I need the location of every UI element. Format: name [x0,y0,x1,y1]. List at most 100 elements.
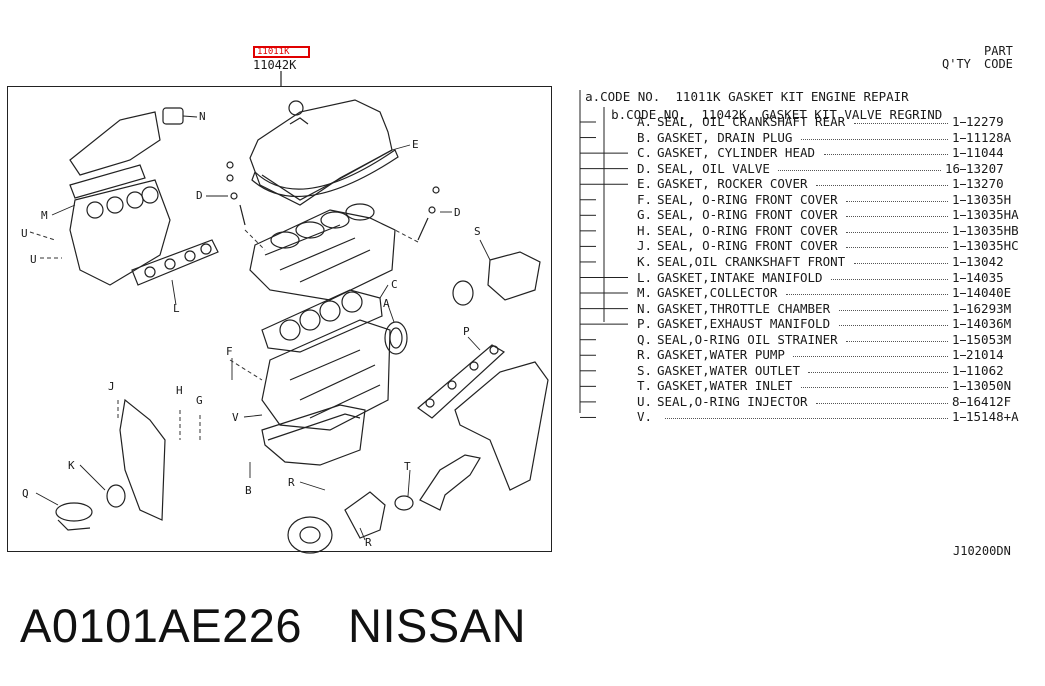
part-description: SEAL, O-RING FRONT COVER [657,238,838,254]
part-description: GASKET,WATER PUMP [657,347,785,363]
part-description: SEAL,O-RING OIL STRAINER [657,331,838,347]
part-description: SEAL, O-RING FRONT COVER [657,222,838,238]
leader-dots [831,278,948,280]
part-qty: 1 [952,331,960,347]
part-qty: 1 [952,207,960,223]
part-letter: U. [637,393,653,409]
part-qty: 1 [952,269,960,285]
part-description: GASKET,WATER OUTLET [657,362,800,378]
part-qty: 8 [952,393,960,409]
part-qty: 1 [952,191,960,207]
leader-dots [846,340,948,342]
highlighted-kit-code[interactable]: 11011K [253,46,310,58]
leader-dots [823,154,948,156]
kit-b-code: 11042K [701,107,747,122]
callout-e: E [412,138,419,151]
part-code: 13035HB [966,222,1019,238]
kit-b-prefix: CODE NO. [626,107,687,122]
part-code: 15148+A [966,409,1019,425]
code-dash [960,254,966,263]
callout-g: G [196,394,203,407]
leader-dots [846,216,948,218]
part-code: 21014 [966,347,1004,363]
diagram-reference-code: J10200DN [953,544,1011,558]
callout-k: K [68,459,75,472]
part-qty: 1 [952,253,960,269]
leader-dots [785,294,948,296]
kit-a-marker: a. [585,89,601,104]
callout-a: A [383,297,390,310]
part-qty: 1 [952,378,960,394]
part-qty: 1 [952,145,960,161]
leader-dots [778,169,941,171]
callout-t: T [404,460,411,473]
part-description: SEAL,O-RING INJECTOR [657,393,808,409]
leader-dots [846,200,948,202]
part-letter: J. [637,238,653,254]
callout-h: H [176,384,183,397]
code-dash [960,332,966,341]
leader-dots [816,185,948,187]
code-dash [960,114,966,123]
part-qty: 1 [952,114,960,129]
kit-line-b[interactable]: b.CODE NO. 11042K GASKET KIT VALVE REGRI… [596,92,942,122]
part-letter: M. [637,285,653,301]
kit-line-a[interactable]: a.CODE NO. 11011K GASKET KIT ENGINE REPA… [570,74,909,104]
leader-dots [846,231,948,233]
code-dash [960,378,966,388]
part-letter: F. [637,191,653,207]
part-description: SEAL, OIL VALVE [657,160,770,176]
kit-a-name: GASKET KIT ENGINE REPAIR [728,89,909,104]
leader-dots [838,309,948,311]
part-code: 13035HC [966,238,1019,254]
part-letter: P. [637,316,653,332]
part-description: GASKET,EXHAUST MANIFOLD [657,316,831,332]
part-letter: C. [637,145,653,161]
part-description: SEAL, O-RING FRONT COVER [657,207,838,223]
kit-b-name: GASKET KIT VALVE REGRIND [761,107,943,122]
part-qty: 1 [952,238,960,254]
part-code: 11062 [966,362,1004,378]
part-letter: T. [637,378,653,394]
part-code: 13035HA [966,207,1019,223]
leader-dots [800,138,948,140]
leader-dots [853,123,948,124]
part-code: 16412F [966,393,1012,409]
part-code: 13270 [966,176,1004,192]
part-letter: G. [637,207,653,223]
leader-dots [793,356,948,358]
kit-code-label: 11042K [253,58,297,72]
leader-dots [816,402,948,404]
leader-dots [846,247,948,249]
callout-d-left: D [196,189,203,202]
part-code: 14035 [966,269,1004,285]
code-dash [960,270,966,279]
code-dash [960,176,966,186]
part-letter: D. [637,160,653,176]
part-description: SEAL, OIL CRANKSHAFT REAR [657,114,846,129]
column-header-qty: Q'TY [942,57,971,71]
part-code: 13042 [966,253,1004,269]
callout-p: P [463,325,470,338]
part-description: GASKET,INTAKE MANIFOLD [657,269,823,285]
caption-brand: NISSAN [348,599,527,652]
part-code: 13050N [966,378,1012,394]
callout-m: M [41,209,48,222]
code-dash [960,223,966,232]
leader-dots [853,262,948,264]
part-description: GASKET, ROCKER COVER [657,176,808,192]
part-qty: 1 [952,176,960,192]
part-qty: 1 [952,222,960,238]
part-description: SEAL, O-RING FRONT COVER [657,191,838,207]
column-header-code: CODE [984,57,1013,71]
part-letter: K. [637,253,653,269]
leader-dots [838,325,948,327]
kit-a-code: 11011K [675,89,721,104]
code-dash [960,238,966,248]
callout-l: L [173,302,180,315]
code-dash [960,394,966,403]
part-letter: N. [637,300,653,316]
callout-f: F [226,345,233,358]
callout-r-top: R [288,476,295,489]
